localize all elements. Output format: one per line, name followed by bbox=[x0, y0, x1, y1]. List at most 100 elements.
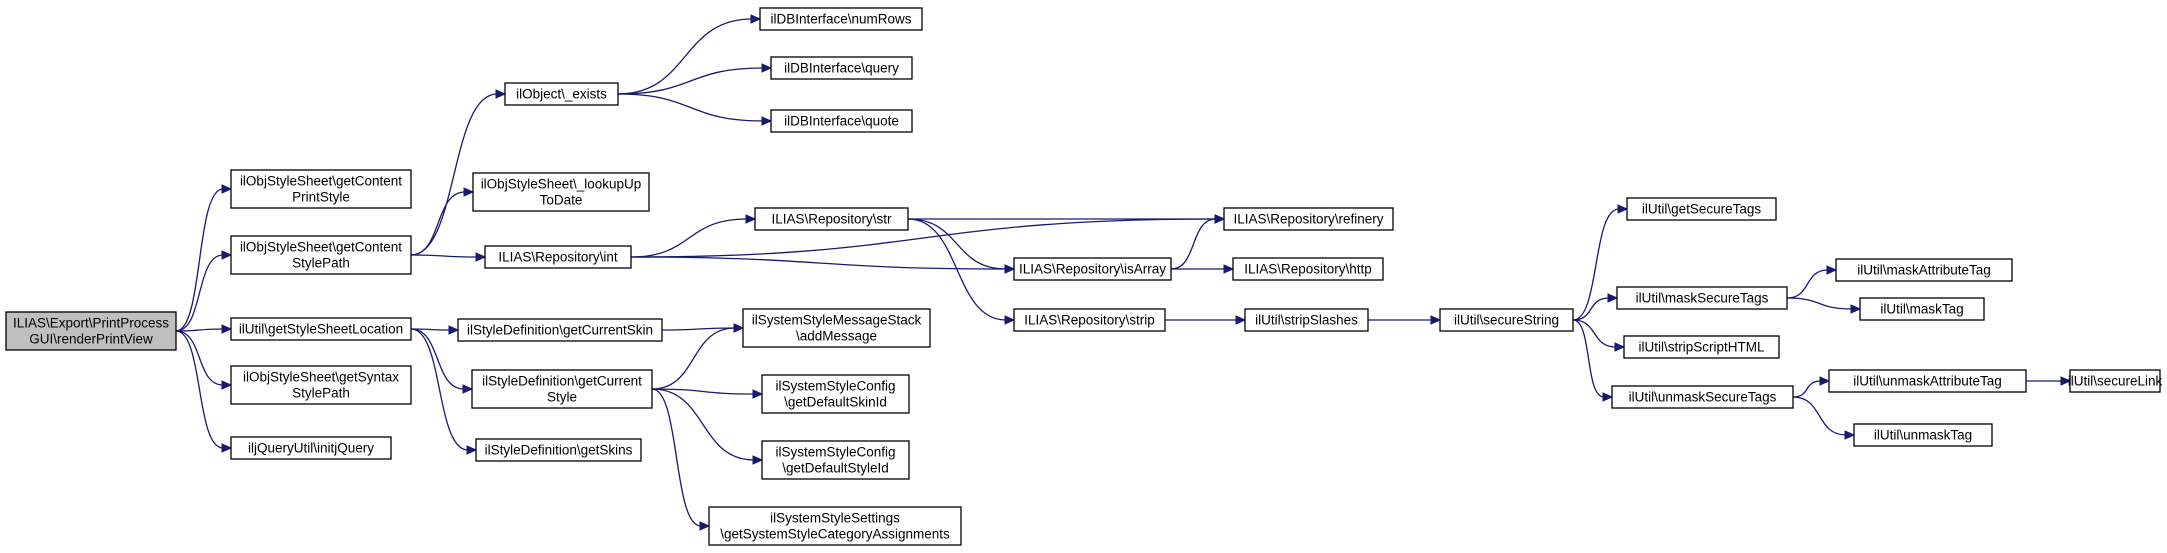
node-box bbox=[742, 308, 931, 348]
node-stripScriptHTML[interactable]: ilUtil\stripScriptHTML bbox=[1623, 335, 1780, 359]
node-label: ilDBInterface\query bbox=[784, 61, 899, 76]
node-label: StylePath bbox=[292, 386, 350, 401]
node-box bbox=[1859, 297, 1985, 321]
node-objExists[interactable]: ilObject\_exists bbox=[504, 82, 619, 106]
node-box bbox=[475, 438, 642, 462]
edge-root-to-initjQuery bbox=[175, 330, 233, 453]
node-addMessage[interactable]: ilSystemStyleMessageStack\addMessage bbox=[742, 308, 931, 348]
node-label: ilUtil\getSecureTags bbox=[1642, 202, 1762, 217]
node-label: ILIAS\Export\PrintProcess bbox=[13, 316, 169, 331]
node-label: iljQueryUtil\initjQuery bbox=[248, 441, 374, 456]
edge-secureString-to-maskSecureTags bbox=[1572, 293, 1619, 321]
node-box bbox=[1626, 197, 1777, 221]
node-initjQuery[interactable]: iljQueryUtil\initjQuery bbox=[230, 436, 392, 460]
node-quote[interactable]: ilDBInterface\quote bbox=[770, 109, 913, 133]
edge-isArray-to-http bbox=[1171, 264, 1235, 274]
node-label: ToDate bbox=[540, 193, 583, 208]
node-box bbox=[708, 506, 962, 546]
node-box bbox=[770, 56, 913, 80]
node-secureLink[interactable]: ilUtil\secureLink bbox=[2068, 369, 2163, 393]
edge-objExists-to-quote bbox=[617, 93, 773, 126]
node-maskTag[interactable]: ilUtil\maskTag bbox=[1859, 297, 1985, 321]
node-root[interactable]: ILIAS\Export\PrintProcessGUI\renderPrint… bbox=[5, 311, 177, 351]
edge-repoStr-to-refinery bbox=[908, 214, 1226, 224]
node-box bbox=[230, 235, 412, 275]
edge-root-to-getSyntaxStylePath bbox=[175, 330, 233, 390]
node-getSecureTags[interactable]: ilUtil\getSecureTags bbox=[1626, 197, 1777, 221]
node-box bbox=[230, 317, 412, 341]
node-label: ilUtil\unmaskSecureTags bbox=[1629, 390, 1777, 405]
edge-isArray-to-refinery bbox=[1170, 214, 1226, 270]
edge-getContentStylePath-to-lookUpToDate bbox=[410, 187, 475, 256]
edge-repoStr-to-repoStrip bbox=[907, 218, 1016, 325]
node-label: ilObjStyleSheet\getContent bbox=[240, 174, 402, 189]
node-label: StylePath bbox=[292, 256, 350, 271]
node-label: ilSystemStyleConfig bbox=[775, 379, 895, 394]
node-numRows[interactable]: ilDBInterface\numRows bbox=[759, 7, 923, 31]
edge-repoInt-to-isArray bbox=[630, 256, 1016, 274]
node-http[interactable]: ILIAS\Repository\http bbox=[1232, 257, 1384, 281]
node-label: ilUtil\maskSecureTags bbox=[1636, 291, 1769, 306]
node-getDefaultStyleId[interactable]: ilSystemStyleConfig\getDefaultStyleId bbox=[761, 440, 910, 480]
node-box bbox=[5, 311, 177, 351]
node-box bbox=[230, 169, 412, 209]
node-maskAttributeTag[interactable]: ilUtil\maskAttributeTag bbox=[1835, 258, 2013, 282]
node-query[interactable]: ilDBInterface\query bbox=[770, 56, 913, 80]
edge-repoStrip-to-stripSlashes bbox=[1164, 315, 1247, 325]
node-isArray[interactable]: ILIAS\Repository\isArray bbox=[1013, 257, 1172, 281]
edge-root-to-getStyleSheetLocation bbox=[175, 324, 233, 334]
node-box bbox=[471, 369, 653, 409]
node-repoStrip[interactable]: ILIAS\Repository\strip bbox=[1013, 308, 1166, 332]
node-label: \addMessage bbox=[796, 329, 877, 344]
node-box bbox=[457, 318, 663, 342]
node-box bbox=[761, 440, 910, 480]
node-box bbox=[1244, 308, 1369, 332]
node-refinery[interactable]: ILIAS\Repository\refinery bbox=[1223, 207, 1394, 231]
node-label: ILIAS\Repository\str bbox=[771, 212, 892, 227]
node-label: PrintStyle bbox=[292, 190, 350, 205]
node-box bbox=[1623, 335, 1780, 359]
edge-getContentStylePath-to-repoInt bbox=[410, 252, 487, 262]
node-getCurrentSkin[interactable]: ilStyleDefinition\getCurrentSkin bbox=[457, 318, 663, 342]
node-maskSecureTags[interactable]: ilUtil\maskSecureTags bbox=[1616, 286, 1788, 310]
node-getSkins[interactable]: ilStyleDefinition\getSkins bbox=[475, 438, 642, 462]
node-stripSlashes[interactable]: ilUtil\stripSlashes bbox=[1244, 308, 1369, 332]
edge-secureString-to-getSecureTags bbox=[1572, 204, 1629, 321]
node-label: ilUtil\secureString bbox=[1454, 313, 1559, 328]
node-unmaskAttributeTag[interactable]: ilUtil\unmaskAttributeTag bbox=[1828, 369, 2027, 393]
node-repoInt[interactable]: ILIAS\Repository\int bbox=[484, 245, 632, 269]
edge-repoInt-to-repoStr bbox=[630, 214, 757, 258]
node-box bbox=[484, 245, 632, 269]
node-label: ilUtil\maskTag bbox=[1880, 302, 1963, 317]
node-box bbox=[472, 172, 650, 212]
node-label: ilUtil\maskAttributeTag bbox=[1857, 263, 1991, 278]
node-unmaskSecureTags[interactable]: ilUtil\unmaskSecureTags bbox=[1611, 385, 1794, 409]
edge-getCurrentStyle-to-catAssign bbox=[651, 388, 711, 531]
node-box bbox=[504, 82, 619, 106]
node-label: ILIAS\Repository\int bbox=[498, 250, 618, 265]
node-catAssign[interactable]: ilSystemStyleSettings\getSystemStyleCate… bbox=[708, 506, 962, 546]
node-box bbox=[1611, 385, 1794, 409]
node-box bbox=[770, 109, 913, 133]
node-label: ilObject\_exists bbox=[516, 87, 607, 102]
node-label: ilObjStyleSheet\getContent bbox=[240, 240, 402, 255]
node-label: ilStyleDefinition\getSkins bbox=[485, 443, 633, 458]
node-label: Style bbox=[547, 390, 577, 405]
node-label: \getDefaultStyleId bbox=[782, 461, 889, 476]
node-box bbox=[1853, 423, 1993, 447]
nodes-layer: ILIAS\Export\PrintProcessGUI\renderPrint… bbox=[5, 7, 2163, 546]
node-label: ILIAS\Repository\refinery bbox=[1233, 212, 1383, 227]
node-getDefaultSkinId[interactable]: ilSystemStyleConfig\getDefaultSkinId bbox=[761, 374, 910, 414]
node-label: ilUtil\unmaskAttributeTag bbox=[1853, 374, 2002, 389]
node-unmaskTag[interactable]: ilUtil\unmaskTag bbox=[1853, 423, 1993, 447]
node-secureString[interactable]: ilUtil\secureString bbox=[1439, 308, 1574, 332]
node-getStyleSheetLocation[interactable]: ilUtil\getStyleSheetLocation bbox=[230, 317, 412, 341]
node-repoStr[interactable]: ILIAS\Repository\str bbox=[754, 207, 909, 231]
node-box bbox=[1223, 207, 1394, 231]
node-box bbox=[759, 7, 923, 31]
